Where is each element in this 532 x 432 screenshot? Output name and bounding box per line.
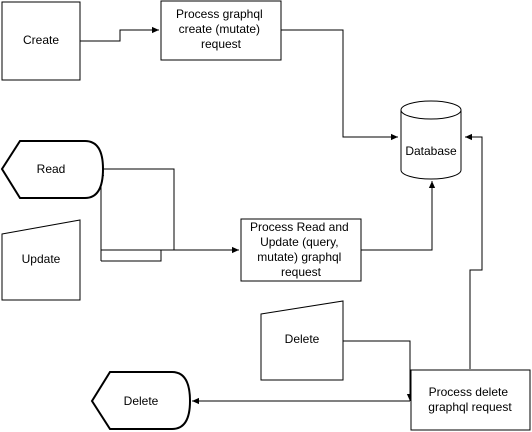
process-create-label: Process graphql create (mutate) request	[176, 7, 266, 51]
create-input-node: Create	[1, 1, 81, 81]
database-label: Database	[405, 144, 457, 158]
delete-display-node: Delete	[90, 371, 192, 430]
edge-process-delete-to-database	[465, 133, 483, 369]
delete-display-label: Delete	[124, 394, 159, 408]
edge-process-read-update-to-database	[361, 181, 436, 251]
process-create-node: Process graphql create (mutate) request	[160, 0, 282, 61]
process-read-update-label: Process Read and Update (query, mutate) …	[250, 220, 352, 279]
process-delete-label: Process delete graphql request	[428, 385, 512, 414]
update-input-node: Update	[1, 219, 81, 301]
delete-input-label: Delete	[285, 332, 320, 346]
database-node: Database	[400, 100, 462, 180]
delete-input-node: Delete	[260, 300, 344, 381]
edge-process-create-to-database	[281, 29, 398, 141]
edge-delete-to-process-delete	[343, 340, 414, 401]
process-delete-node: Process delete graphql request	[410, 369, 531, 431]
edge-create-to-process-create	[80, 26, 159, 42]
read-display-label: Read	[37, 162, 66, 176]
process-read-update-node: Process Read and Update (query, mutate) …	[240, 218, 362, 282]
edge-update-branch	[101, 168, 175, 262]
create-input-label: Create	[23, 33, 59, 47]
read-display-node: Read	[0, 140, 105, 199]
connectors	[80, 26, 483, 405]
update-input-label: Update	[22, 252, 61, 266]
